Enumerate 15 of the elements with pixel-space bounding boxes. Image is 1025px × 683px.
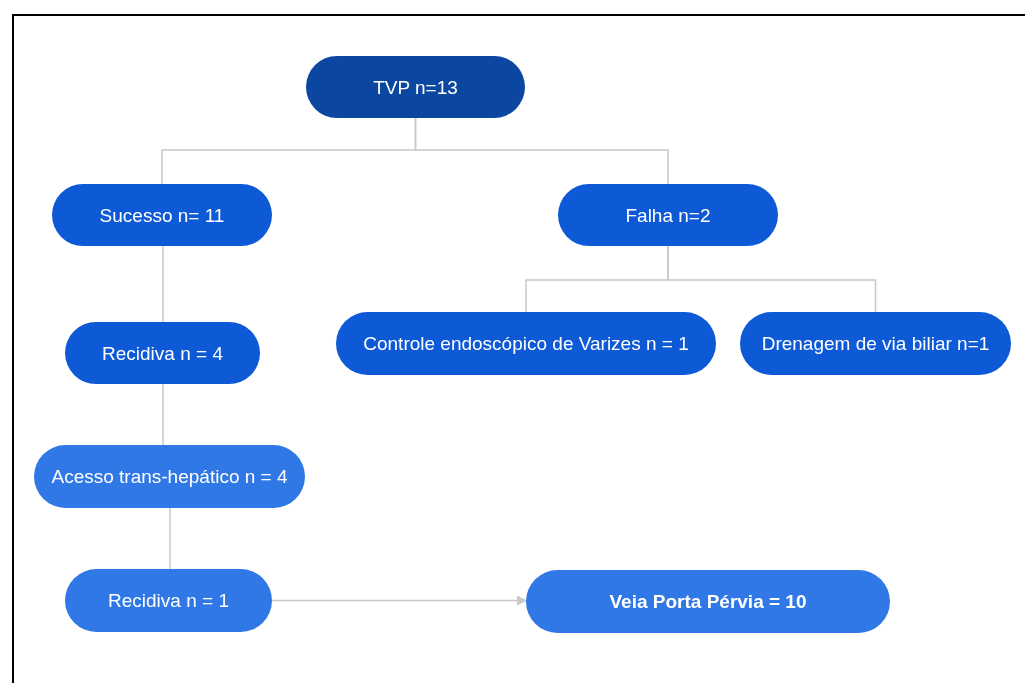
- node-label: Veia Porta Pérvia = 10: [609, 590, 807, 614]
- node-label: Falha n=2: [625, 203, 711, 228]
- connector-line: [162, 383, 164, 446]
- connector-line: [414, 117, 669, 185]
- connector-line: [667, 245, 877, 313]
- connector-line: [169, 507, 171, 570]
- node-label: Recidiva n = 4: [102, 341, 223, 366]
- node-label: Acesso trans-hepático n = 4: [51, 465, 288, 489]
- node-label: TVP n=13: [373, 75, 458, 100]
- node-label: Recidiva n = 1: [108, 589, 229, 613]
- arrow: [271, 595, 527, 606]
- connector-line: [162, 245, 164, 323]
- node-label: Drenagem de via biliar n=1: [761, 332, 990, 356]
- node-label: Controle endoscópico de Varizes n = 1: [363, 332, 689, 356]
- node-label: Sucesso n= 11: [99, 203, 225, 228]
